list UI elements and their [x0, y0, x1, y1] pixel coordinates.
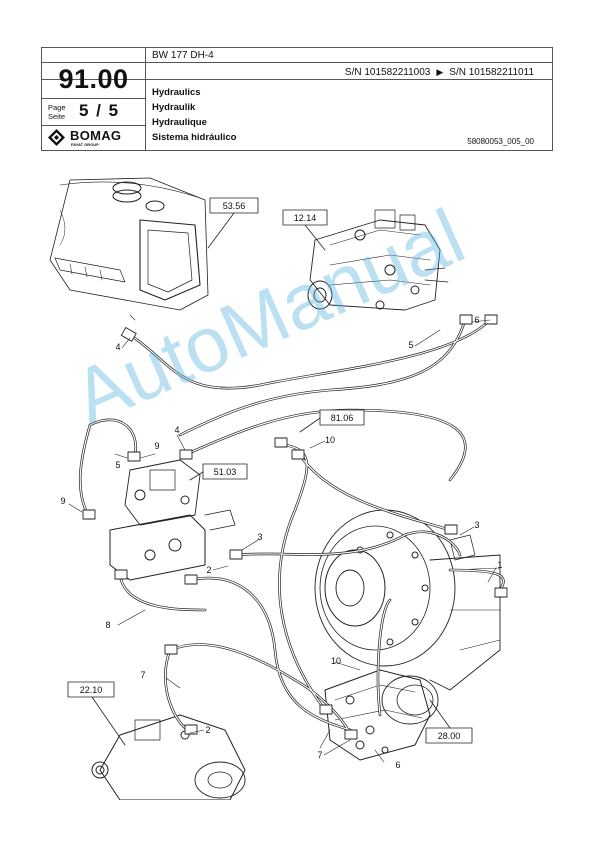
position-number: 2: [205, 725, 210, 735]
position-number: 3: [474, 520, 479, 530]
pump-assembly: [307, 209, 449, 311]
page-label-en: Page: [48, 103, 66, 112]
header-divider: [42, 125, 145, 126]
reference-label: 53.56: [223, 201, 246, 211]
drum-drive: [314, 509, 501, 691]
reference-box: [202, 463, 248, 480]
serial-arrow-icon: ▶: [436, 67, 444, 77]
header-divider-vertical: [145, 48, 146, 150]
serial-range: S/N 101582211003 ▶ S/N 101582211011: [345, 67, 534, 78]
page-label: Page Seite: [48, 103, 66, 121]
page-indicator: 5 / 5: [79, 101, 119, 120]
bomag-logo-icon: [48, 129, 65, 146]
title-es: Sistema hidráulico: [152, 132, 237, 143]
position-number: 10: [331, 656, 341, 666]
position-number: 7: [140, 670, 145, 680]
title-en: Hydraulics: [152, 87, 201, 98]
leader-lines: [68, 319, 497, 763]
header-block: BW 177 DH-4 S/N 101582211003▶S/N 1015822…: [41, 47, 553, 151]
position-number: 6: [395, 760, 400, 770]
title-fr: Hydraulique: [152, 117, 207, 128]
serial-to: S/N 101582211011: [449, 67, 534, 78]
bomag-logo: BOMAG FAYAT GROUP: [48, 128, 140, 148]
drive-motor: [91, 714, 246, 800]
reference-boxes: [67, 197, 473, 746]
position-number: 8: [105, 620, 110, 630]
travel-pump: [324, 669, 439, 761]
position-number: 4: [174, 425, 179, 435]
position-number: 2: [206, 565, 211, 575]
logo-brand: BOMAG: [70, 128, 122, 143]
header-divider: [42, 79, 552, 80]
reference-box: [319, 409, 365, 426]
position-number: 6: [474, 315, 479, 325]
position-number: 5: [115, 460, 120, 470]
page-label-de: Seite: [48, 112, 66, 121]
hydraulic-diagram: 53.56 12.14 81.06 51.03 22.10 28.00 1 2 …: [49, 177, 508, 800]
hose-fittings: [82, 314, 508, 740]
position-number: 3: [257, 532, 262, 542]
hydraulic-tank: [49, 177, 209, 321]
section-titles: Hydraulics Hydraulik Hydraulique Sistema…: [152, 85, 236, 145]
reference-label: 81.06: [331, 413, 354, 423]
serial-from: S/N 101582211003: [344, 67, 431, 78]
position-number: 5: [408, 340, 413, 350]
position-number: 7: [317, 750, 322, 760]
position-number: 9: [60, 496, 65, 506]
document-number: 58080053_005_00: [467, 137, 534, 146]
reference-label: 51.03: [214, 467, 237, 477]
reference-box: [425, 727, 473, 744]
position-number: 1: [497, 560, 502, 570]
title-de: Hydraulik: [152, 102, 196, 113]
reference-label: 12.14: [294, 213, 317, 223]
reference-label: 22.10: [80, 685, 103, 695]
valve-block: [109, 459, 236, 581]
header-divider: [42, 98, 145, 99]
position-number: 4: [115, 342, 120, 352]
machine-model: BW 177 DH-4: [152, 50, 214, 61]
position-number: 10: [325, 435, 335, 445]
reference-box: [67, 681, 115, 698]
header-divider: [42, 62, 552, 63]
reference-label: 28.00: [438, 731, 461, 741]
position-number: 9: [154, 441, 159, 451]
logo-group: FAYAT GROUP: [71, 142, 99, 147]
group-number: 91.00: [58, 64, 129, 94]
